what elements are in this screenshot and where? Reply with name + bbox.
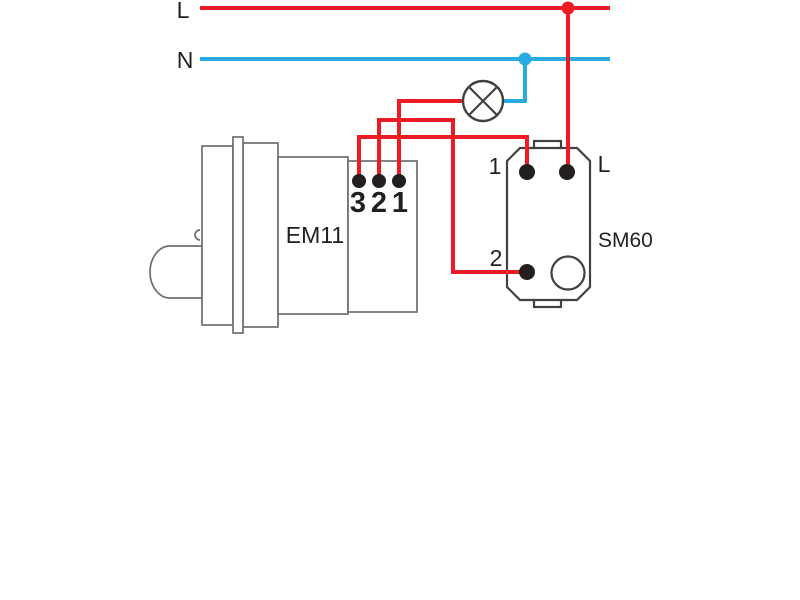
sensor-collar (242, 142, 279, 328)
terminals (352, 164, 575, 280)
switch-terminal-2-dot (519, 264, 535, 280)
switch-terminal-L-label: L (598, 151, 611, 177)
sensor-terminal-3-label: 3 (350, 187, 366, 219)
wire-sensor2-to-switch2 (377, 118, 527, 274)
switch-knob (550, 255, 586, 291)
sensor-terminal-3-dot (352, 174, 366, 188)
sensor-back-plate (201, 145, 234, 326)
sensor-em11 (149, 136, 418, 334)
sensor-bracket-strip (232, 136, 244, 334)
sensor-model-label: EM11 (286, 222, 344, 248)
junction-dots (518, 1, 575, 66)
wire-sensor3-to-switch1 (357, 135, 529, 181)
live-line-label: L (177, 0, 190, 23)
wire-lamp-to-neutral (503, 59, 527, 103)
switch-terminal-L-dot (559, 164, 575, 180)
switch-sm60 (505, 139, 592, 309)
sensor-dome-lens (149, 245, 203, 299)
switch-terminal-1-dot (519, 164, 535, 180)
power-lines (200, 6, 610, 61)
lamp-cross (468, 86, 498, 116)
labels: L N EM11 3 2 1 1 L 2 SM60 (177, 0, 653, 271)
neutral-junction-dot (518, 52, 532, 66)
sensor-terminal-1-dot (392, 174, 406, 188)
sensor-clip-icon (194, 229, 201, 241)
switch-model-label: SM60 (598, 229, 653, 252)
sensor-terminal-1-label: 1 (392, 187, 408, 219)
switch-terminal-2-label: 2 (490, 245, 503, 271)
sensor-body (277, 156, 349, 315)
wires (357, 8, 570, 274)
sensor-terminal-2-dot (372, 174, 386, 188)
neutral-line-label: N (177, 47, 194, 73)
wire-sensor1-to-lamp (397, 99, 463, 181)
switch-terminal-1-label: 1 (489, 153, 502, 179)
lamp-icon (461, 79, 505, 123)
live-junction-dot (561, 1, 575, 15)
sensor-terminal-2-label: 2 (371, 187, 387, 219)
